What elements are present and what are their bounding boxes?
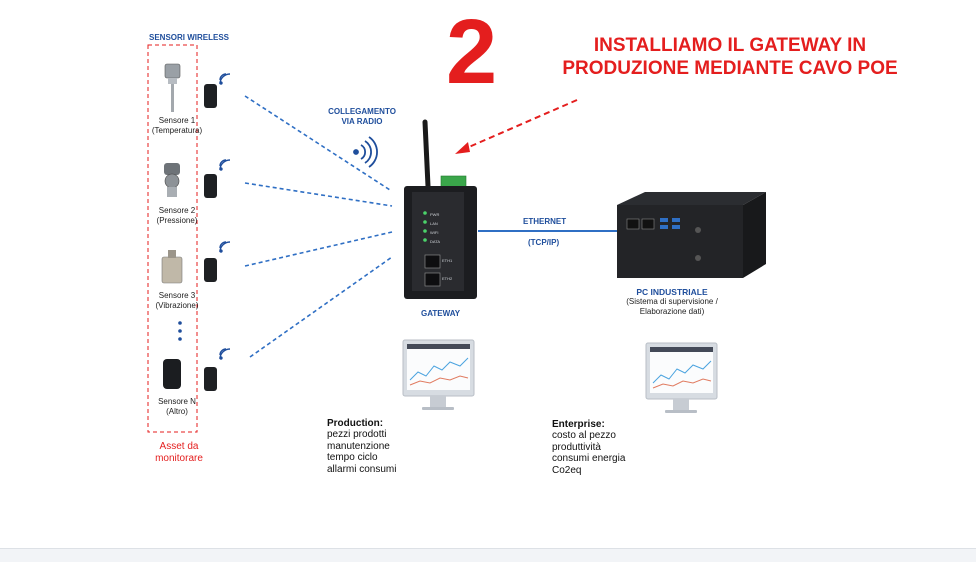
asset-label-line-2: monitorare — [143, 453, 215, 465]
sensor-n-icon — [163, 359, 181, 389]
pc-desc-line-1: (Sistema di supervisione / — [606, 297, 738, 307]
port-label-eth2: ETH2 — [442, 276, 452, 281]
terminal-block — [441, 176, 466, 187]
asset-label: Asset da monitorare — [143, 441, 215, 465]
radio-link-line-2: VIA RADIO — [322, 117, 402, 127]
sensor-3-icon — [162, 250, 182, 283]
sensor-1-icon — [165, 64, 180, 112]
sensor-2-icon — [164, 163, 180, 197]
enterprise-item: costo al pezzo — [552, 430, 625, 442]
radio-signal-icon — [354, 137, 377, 167]
enterprise-monitor — [646, 343, 717, 413]
asset-label-line-1: Asset da — [143, 441, 215, 453]
pc-label: PC INDUSTRIALE (Sistema di supervisione … — [606, 287, 738, 317]
sensor-3-type: (Vibrazione) — [148, 301, 206, 311]
led-label-lan: LAN — [430, 219, 440, 228]
sensor-2-type: (Pressione) — [148, 216, 206, 226]
gateway-label: GATEWAY — [421, 309, 460, 318]
enterprise-info: Enterprise: costo al pezzo produttività … — [552, 419, 625, 476]
sensor-n-type: (Altro) — [148, 407, 206, 417]
radio-link-line-1: COLLEGAMENTO — [322, 107, 402, 117]
enterprise-item: consumi energia — [552, 453, 625, 465]
production-monitor — [403, 340, 474, 410]
pc-title: PC INDUSTRIALE — [606, 287, 738, 297]
sensor-n-label: Sensore N (Altro) — [148, 397, 206, 417]
sensor-3-label: Sensore 3 (Vibrazione) — [148, 291, 206, 311]
sensor-3-name: Sensore 3 — [148, 291, 206, 301]
production-item: manutenzione — [327, 441, 396, 453]
sensor-n-name: Sensore N — [148, 397, 206, 407]
bottom-strip — [0, 548, 976, 562]
more-sensors-dots — [178, 321, 182, 341]
led-label-pwr: PWR — [430, 210, 440, 219]
ethernet-protocol: (TCP/IP) — [528, 238, 559, 247]
production-title: Production: — [327, 418, 396, 429]
production-item: tempo ciclo — [327, 452, 396, 464]
antenna-icon — [425, 122, 428, 186]
wifi-icons — [220, 74, 230, 359]
port-label-eth1: ETH1 — [442, 258, 452, 263]
led-label-wifi: WIFI — [430, 228, 440, 237]
sensor-2-name: Sensore 2 — [148, 206, 206, 216]
ethernet-label: ETHERNET — [523, 217, 566, 226]
sensor-2-label: Sensore 2 (Pressione) — [148, 206, 206, 226]
industrial-pc — [617, 192, 766, 278]
enterprise-item: Co2eq — [552, 465, 625, 477]
enterprise-item: produttività — [552, 442, 625, 454]
gateway-led-labels: PWR LAN WIFI DATA — [430, 210, 440, 246]
pc-desc-line-2: Elaborazione dati) — [606, 307, 738, 317]
sensors-title: SENSORI WIRELESS — [149, 33, 229, 42]
diagram-svg — [0, 0, 976, 548]
enterprise-title: Enterprise: — [552, 419, 625, 430]
production-item: allarmi consumi — [327, 464, 396, 476]
sensor-1-type: (Temperatura) — [148, 126, 206, 136]
led-label-data: DATA — [430, 237, 440, 246]
radio-links — [245, 96, 392, 357]
red-dashed-arrow — [455, 100, 577, 154]
production-info: Production: pezzi prodotti manutenzione … — [327, 418, 396, 475]
production-item: pezzi prodotti — [327, 429, 396, 441]
sensor-1-name: Sensore 1 — [148, 116, 206, 126]
radio-link-label: COLLEGAMENTO VIA RADIO — [322, 107, 402, 127]
sensor-1-label: Sensore 1 (Temperatura) — [148, 116, 206, 136]
